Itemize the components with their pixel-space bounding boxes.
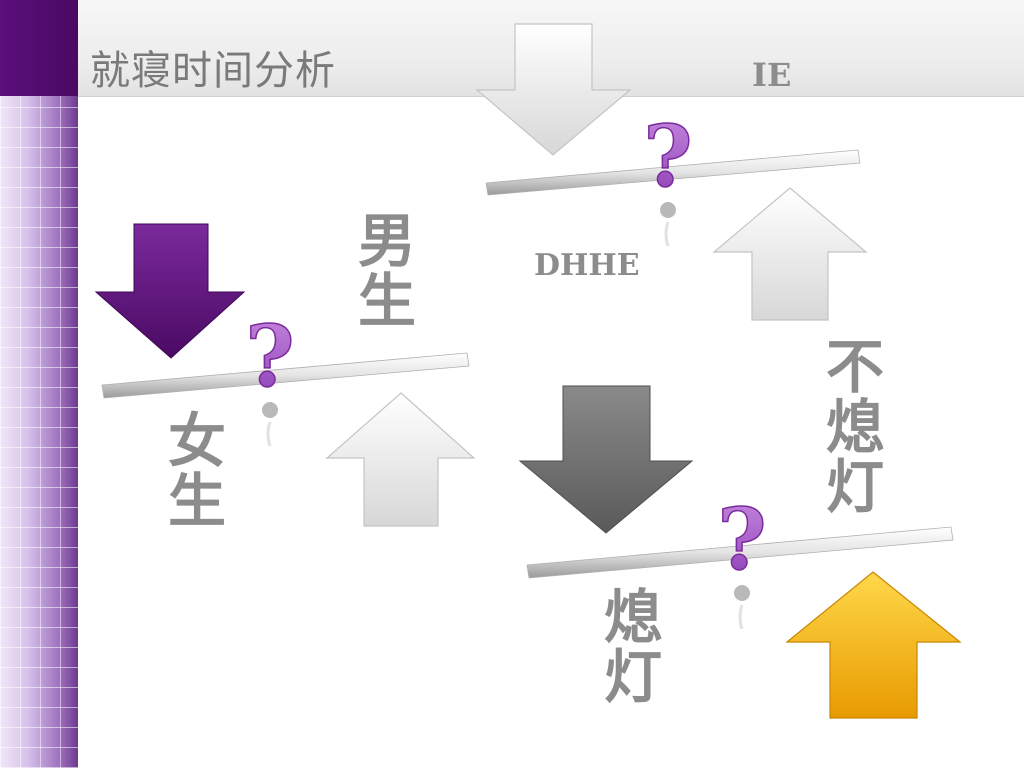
bottom-question-icon: ? [717, 489, 767, 630]
bottom-beam [526, 526, 954, 579]
top-question-icon: ? [643, 106, 693, 247]
left-grid-pattern [0, 96, 78, 768]
bottom-down-arrow [518, 385, 694, 534]
top-up-arrow [712, 187, 868, 321]
label-lights-out: 熄灯 [594, 586, 662, 706]
question-mark-bottom: ? [717, 490, 766, 589]
top-down-arrow [475, 23, 632, 156]
slide-title: 就寝时间分析 [90, 48, 336, 94]
label-lights-on: 不熄灯 [816, 336, 884, 516]
corner-accent-block [0, 0, 78, 96]
label-ie: IE [752, 56, 792, 94]
left-question-icon: ? [245, 306, 295, 447]
label-male: 男生 [348, 210, 416, 330]
bottom-up-arrow [785, 571, 962, 719]
left-down-arrow [94, 223, 246, 359]
left-beam [101, 352, 470, 399]
label-dhhe: DHHE [534, 248, 640, 283]
question-mark-left: ? [245, 307, 294, 406]
question-mark-top: ? [643, 107, 692, 206]
top-beam [485, 149, 861, 196]
left-up-arrow [325, 392, 476, 527]
label-female: 女生 [158, 410, 226, 530]
